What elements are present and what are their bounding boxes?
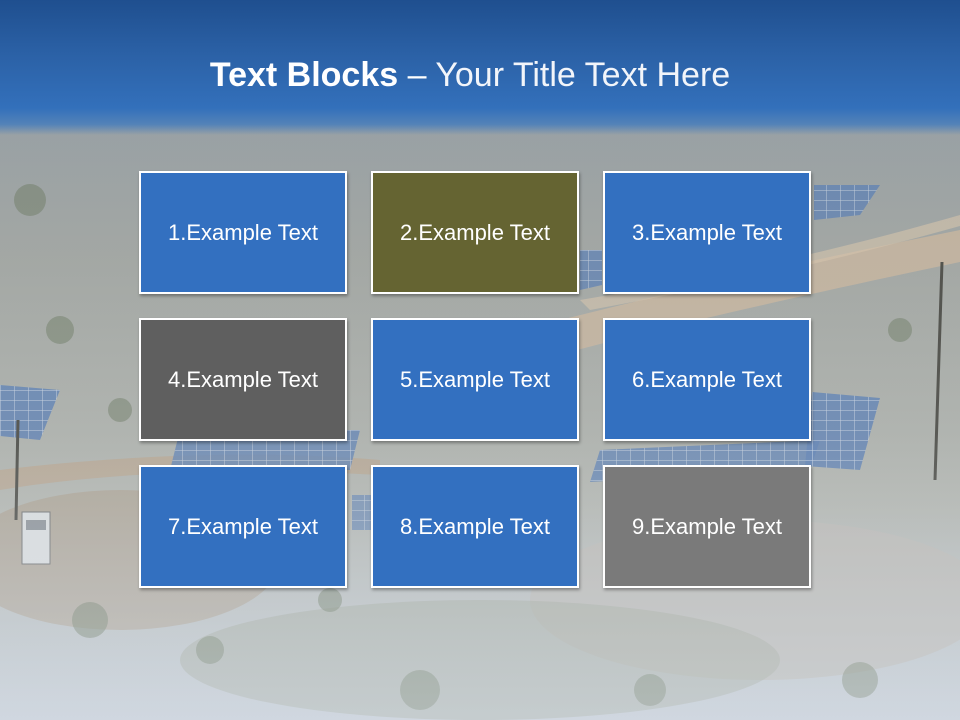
text-block-2[interactable]: 2.Example Text bbox=[371, 171, 579, 294]
title-rest-part: Your Title Text Here bbox=[435, 56, 731, 94]
text-block-label: 4.Example Text bbox=[167, 366, 318, 392]
title-bold-part: Text Blocks bbox=[209, 56, 399, 94]
text-block-label: 1.Example Text bbox=[167, 219, 318, 245]
text-block-4[interactable]: 4.Example Text bbox=[139, 318, 347, 441]
text-block-label: 8.Example Text bbox=[399, 513, 550, 539]
text-block-label: 5.Example Text bbox=[399, 366, 550, 392]
text-block-label: 2.Example Text bbox=[399, 219, 550, 245]
text-block-label: 7.Example Text bbox=[167, 513, 318, 539]
text-block-3[interactable]: 3.Example Text bbox=[603, 171, 811, 294]
text-block-9[interactable]: 9.Example Text bbox=[603, 465, 811, 588]
slide-title[interactable]: Text Blocks – Your Title Text Here bbox=[0, 52, 940, 98]
text-block-label: 6.Example Text bbox=[631, 366, 782, 392]
title-separator: – bbox=[398, 56, 436, 94]
title-banner bbox=[0, 0, 960, 135]
text-block-1[interactable]: 1.Example Text bbox=[139, 171, 347, 294]
text-block-label: 3.Example Text bbox=[631, 219, 782, 245]
text-block-5[interactable]: 5.Example Text bbox=[371, 318, 579, 441]
text-block-6[interactable]: 6.Example Text bbox=[603, 318, 811, 441]
text-block-label: 9.Example Text bbox=[631, 513, 782, 539]
text-block-8[interactable]: 8.Example Text bbox=[371, 465, 579, 588]
text-block-7[interactable]: 7.Example Text bbox=[139, 465, 347, 588]
